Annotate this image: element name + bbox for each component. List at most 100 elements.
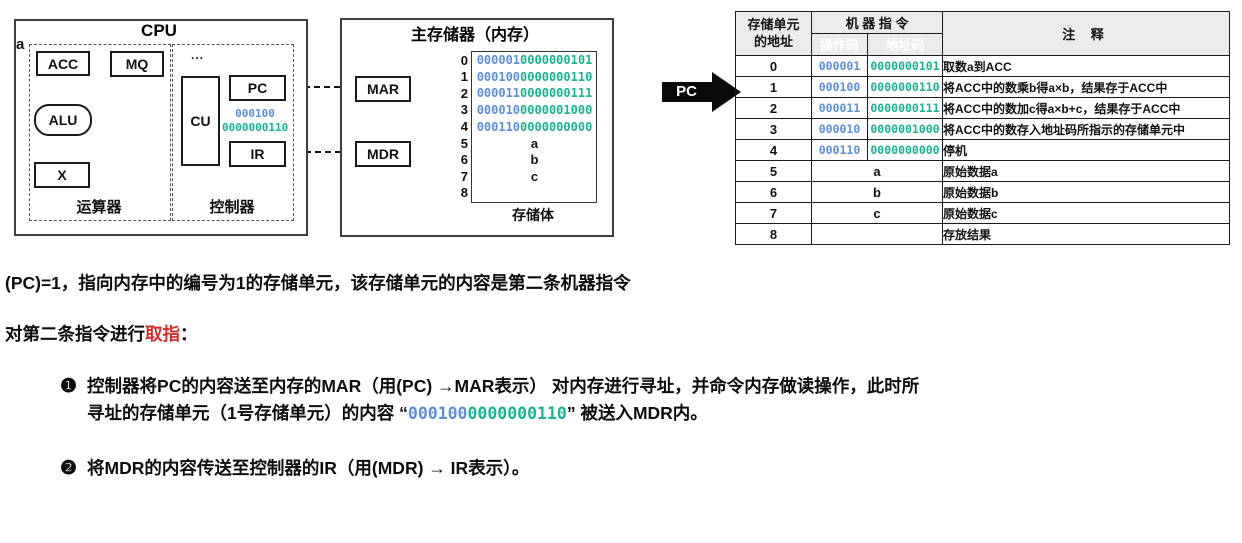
step-1-binary-opcode: 000100 xyxy=(407,404,468,423)
mar-register: MAR xyxy=(355,76,411,102)
memory-cell-address: 8 xyxy=(460,185,468,201)
memory-cell-row: 3 0000100000001000 xyxy=(446,102,594,119)
table-cell-note: 将ACC中的数存入地址码所指示的存储单元中 xyxy=(942,118,1230,140)
control-unit-label: 控制器 xyxy=(209,199,255,216)
table-cell-address: 7 xyxy=(735,202,812,224)
memory-cell-value: 0001100000000000 xyxy=(476,119,593,134)
cu-dots: ... xyxy=(191,48,205,62)
step-1: ❶ 控制器将PC的内容送至内存的MAR（用(PC) →MAR表示） 对内存进行寻… xyxy=(60,373,1200,427)
memory-cell-address: 7 xyxy=(460,168,468,184)
table-cell-addrcode: 0000000101 xyxy=(867,55,943,77)
ir-register: IR xyxy=(229,141,286,167)
table-cell-note: 原始数据b xyxy=(942,181,1230,203)
table-cell-note: 原始数据c xyxy=(942,202,1230,224)
table-cell-note: 存放结果 xyxy=(942,223,1230,245)
arithmetic-unit-label: 运算器 xyxy=(76,199,122,216)
explanation-line-2-prefix: 对第二条指令进行 xyxy=(5,324,145,344)
memory-cell-value: b xyxy=(530,152,539,168)
ir-content-value: 000100 0000000110 xyxy=(222,107,288,135)
step-1-binary-addrcode: 0000000110 xyxy=(467,404,567,423)
table-cell-address: 2 xyxy=(735,97,812,119)
table-header-address-line1: 存储单元 xyxy=(747,17,800,33)
step-1-marker: ❶ xyxy=(60,376,78,397)
explanation-line-1: (PC)=1，指向内存中的编号为1的存储单元，该存储单元的内容是第二条机器指令 xyxy=(5,273,631,293)
table-cell-note: 原始数据a xyxy=(942,160,1230,182)
cpu-title: CPU xyxy=(141,21,177,40)
pc-pointer-label: PC xyxy=(676,83,697,100)
table-cell-data: a xyxy=(811,160,943,182)
step-2: ❷ 将MDR的内容传送至控制器的IR（用(MDR) → IR表示）。 xyxy=(60,455,1200,482)
memory-cell-address: 6 xyxy=(460,152,468,168)
table-header-addrcode: 地址码 xyxy=(867,33,943,56)
step-2-text: 将MDR的内容传送至控制器的IR（用(MDR) → IR表示）。 xyxy=(87,458,530,478)
memory-cell-address: 5 xyxy=(460,135,468,151)
table-header-machine-instruction: 机 器 指 令 xyxy=(811,11,943,34)
memory-cell-value: 0000110000000111 xyxy=(476,86,593,101)
acc-register: ACC xyxy=(36,51,90,76)
table-row: 8 存放结果 xyxy=(735,223,1230,245)
memory-cell-row: 2 0000110000000111 xyxy=(446,85,594,102)
alu-unit: ALU xyxy=(34,104,92,136)
table-header-address-line2: 的地址 xyxy=(753,33,793,49)
control-unit-section xyxy=(172,44,294,221)
step-1-line2-post: ” 被送入MDR内。 xyxy=(566,403,708,423)
table-cell-note: 停机 xyxy=(942,139,1230,161)
table-cell-note: 将ACC中的数乘b得a×b，结果存于ACC中 xyxy=(942,76,1230,98)
table-cell-address: 3 xyxy=(735,118,812,140)
cpu-corner-label: a xyxy=(16,36,25,53)
table-cell-opcode: 000001 xyxy=(811,55,868,77)
ir-addrcode-value: 0000000110 xyxy=(222,121,289,134)
memory-title: 主存储器（内存） xyxy=(410,27,539,44)
table-cell-address: 8 xyxy=(735,223,812,245)
x-register: X xyxy=(34,162,90,188)
step-1-line2-pre: 寻址的存储单元（1号存储单元）的内容 “ xyxy=(87,403,408,423)
table-cell-addrcode: 0000000111 xyxy=(867,97,943,119)
memory-cell-value: 0000100000001000 xyxy=(476,102,593,117)
table-cell-note: 取数a到ACC xyxy=(942,55,1230,77)
memory-cell-address: 2 xyxy=(460,85,468,101)
table-cell-opcode: 000010 xyxy=(811,118,868,140)
memory-cell-value: 0000010000000101 xyxy=(476,53,593,68)
ir-opcode-value: 000100 xyxy=(235,107,275,120)
memory-cell-address: 1 xyxy=(460,69,468,85)
table-cell-opcode: 000100 xyxy=(811,76,868,98)
step-1-text: 控制器将PC的内容送至内存的MAR（用(PC) →MAR表示） 对内存进行寻址，… xyxy=(87,373,919,427)
explanation-line-2: 对第二条指令进行取指： xyxy=(5,321,198,346)
table-cell-opcode: 000110 xyxy=(811,139,868,161)
table-cell-addrcode: 0000000000 xyxy=(867,139,943,161)
table-cell-address: 1 xyxy=(735,76,812,98)
memory-cell-address: 3 xyxy=(460,102,468,118)
table-cell-note: 将ACC中的数加c得a×b+c，结果存于ACC中 xyxy=(942,97,1230,119)
explanation-line-2-suffix: ： xyxy=(180,324,198,344)
memory-cell-value: a xyxy=(530,135,539,151)
table-header-opcode: 操作码 xyxy=(811,33,868,56)
arithmetic-unit-section xyxy=(29,44,171,221)
table-cell-data: c xyxy=(811,202,943,224)
table-header-address: 存储单元 的地址 xyxy=(735,11,812,56)
memory-bank-box xyxy=(471,51,597,203)
table-cell-address: 6 xyxy=(735,181,812,203)
table-header-note: 注 释 xyxy=(942,11,1230,56)
table-cell-addrcode: 0000001000 xyxy=(867,118,943,140)
table-cell-opcode: 000011 xyxy=(811,97,868,119)
mq-register: MQ xyxy=(110,51,164,77)
table-cell-addrcode: 0000000110 xyxy=(867,76,943,98)
memory-bank-label: 存储体 xyxy=(512,207,554,223)
